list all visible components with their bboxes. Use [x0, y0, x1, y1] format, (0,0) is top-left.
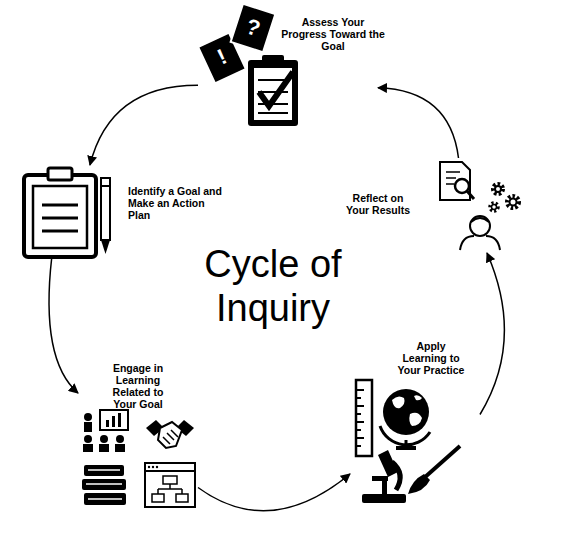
- person-icon: [460, 216, 500, 250]
- microscope-icon: [362, 450, 406, 503]
- flowchart-window: [145, 463, 195, 507]
- handshake-icon: [146, 420, 194, 448]
- stage-node: Identify a Goal and Make an Action Plan: [20, 165, 232, 257]
- document-magnifier: [440, 162, 474, 200]
- stage-node: Engage in Learning Related to Your Goal: [78, 360, 198, 510]
- stage-label: Engage in Learning Related to Your Goal: [107, 362, 169, 410]
- plan-clipboard: [24, 168, 96, 257]
- stage-label: Identify a Goal and Make an Action Plan: [128, 185, 224, 221]
- paintbrush-icon: [408, 446, 460, 494]
- stage-label: Reflect on Your Results: [341, 192, 415, 216]
- cycle-arrow: [49, 257, 78, 393]
- books-icon: [82, 465, 126, 505]
- diagram-title: Cycle of Inquiry: [183, 242, 363, 330]
- cycle-arrow: [480, 253, 504, 415]
- pencil: [101, 178, 110, 254]
- stage-label: Apply Learning to Your Practice: [394, 340, 468, 376]
- gears-icon: [490, 184, 519, 211]
- checklist-clipboard: [248, 55, 298, 126]
- cycle-arrow: [378, 88, 459, 158]
- stage-node: Apply Learning to Your Practice: [350, 338, 480, 508]
- cycle-arrow: [90, 85, 198, 165]
- ruler-icon: [356, 380, 372, 456]
- presenter-icon: [83, 410, 128, 452]
- cycle-arrow: [198, 474, 350, 511]
- card-symbol: ?: [238, 13, 268, 43]
- globe-icon: [380, 389, 430, 450]
- card-symbol: !: [206, 41, 238, 73]
- stage-label: Assess Your Progress Toward the Goal: [279, 16, 387, 52]
- stage-node: Reflect on Your Results: [335, 158, 525, 253]
